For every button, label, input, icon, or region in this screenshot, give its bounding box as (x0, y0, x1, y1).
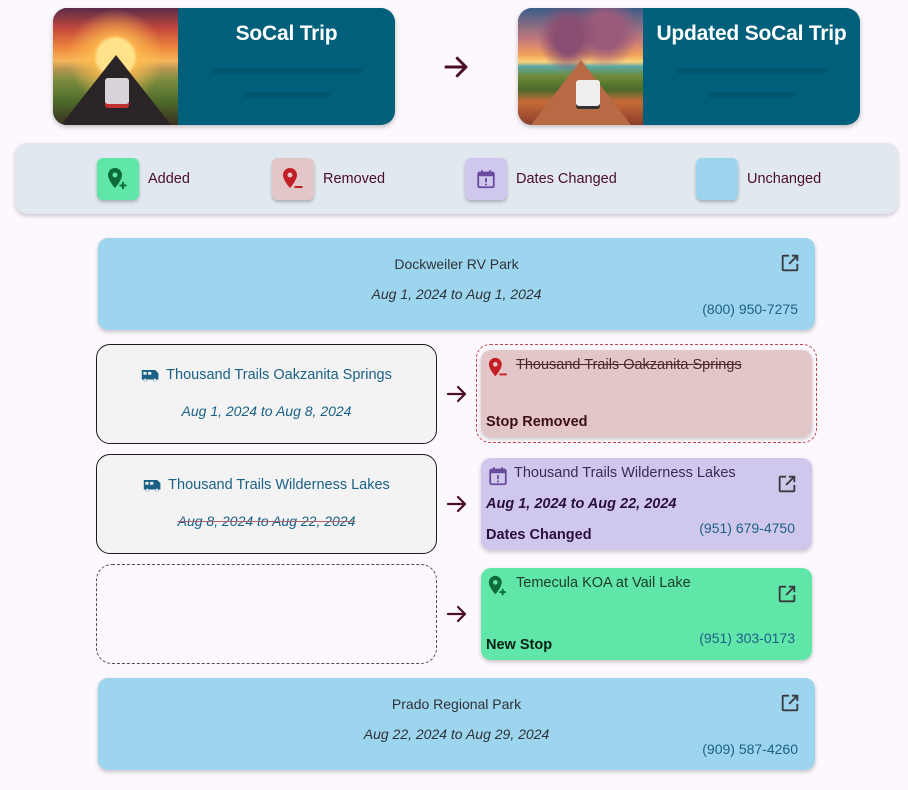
legend-item-added: Added (97, 158, 190, 200)
add-location-icon (108, 168, 127, 189)
legend-swatch-added (97, 158, 139, 200)
new-stop-dates: Aug 1, 2024 to Aug 22, 2024 (486, 496, 677, 512)
legend-swatch-removed (272, 158, 314, 200)
stop-phone-link[interactable]: (800) 950-7275 (702, 301, 798, 317)
new-stop-card-added: Temecula KOA at Vail Lake New Stop (951)… (481, 568, 812, 660)
calendar-alert-icon (477, 170, 495, 189)
stop-status-label: Stop Removed (486, 414, 588, 430)
stop-card-unchanged: Dockweiler RV Park Aug 1, 2024 to Aug 1,… (98, 238, 815, 330)
empty-stop-placeholder (96, 564, 437, 664)
updated-trip-card[interactable]: Updated SoCal Trip (518, 8, 860, 125)
stop-phone-link[interactable]: (909) 587-4260 (702, 741, 798, 757)
stop-phone-link[interactable]: (951) 679-4750 (699, 520, 795, 536)
open-in-new-icon[interactable] (776, 473, 798, 495)
legend-label-unchanged: Unchanged (747, 171, 822, 187)
new-stop-name: Thousand Trails Wilderness Lakes (514, 465, 736, 481)
stop-card-unchanged: Prado Regional Park Aug 22, 2024 to Aug … (98, 678, 815, 770)
legend: Added Removed Dates Changed Unchanged (15, 143, 898, 214)
original-trip-title: SoCal Trip (235, 22, 338, 45)
legend-label-removed: Removed (323, 171, 386, 187)
legend-swatch-unchanged (696, 158, 738, 200)
old-stop-name: Thousand Trails Wilderness Lakes (168, 477, 390, 493)
old-stop-dates: Aug 1, 2024 to Aug 8, 2024 (181, 403, 352, 419)
removed-stop-outline (476, 344, 817, 443)
new-stop-card-dates-changed: Thousand Trails Wilderness Lakes Aug 1, … (481, 458, 812, 550)
open-in-new-icon[interactable] (779, 692, 801, 714)
legend-item-unchanged: Unchanged (696, 158, 821, 200)
add-location-icon (488, 575, 506, 596)
updated-trip-title: Updated SoCal Trip (656, 22, 847, 45)
beach-road-rv-image (518, 8, 643, 125)
old-stop-dates: Aug 8, 2024 to Aug 22, 2024 (177, 513, 356, 529)
arrow-right-icon (446, 495, 467, 513)
legend-label-dates-changed: Dates Changed (516, 171, 617, 187)
removed-stop-name: Thousand Trails Oakzanita Springs (516, 357, 742, 373)
new-stop-name: Temecula KOA at Vail Lake (516, 575, 691, 591)
remove-location-icon (488, 357, 507, 377)
arrow-right-icon (446, 605, 467, 623)
stop-status-label: Dates Changed (486, 527, 592, 543)
stop-name: Dockweiler RV Park (394, 256, 519, 272)
calendar-alert-icon (489, 467, 507, 486)
stop-status-label: New Stop (486, 637, 553, 653)
rv-icon (141, 369, 159, 381)
stop-dates: Aug 22, 2024 to Aug 29, 2024 (363, 726, 550, 742)
stop-dates: Aug 1, 2024 to Aug 1, 2024 (371, 286, 542, 302)
faint-text-line (675, 68, 828, 74)
original-trip-card[interactable]: SoCal Trip (53, 8, 395, 125)
legend-item-removed: Removed (272, 158, 385, 200)
old-stop-card: Thousand Trails Oakzanita Springs Aug 1,… (96, 344, 437, 444)
remove-location-icon (283, 168, 303, 188)
rv-icon (143, 479, 161, 491)
arrow-right-icon (446, 385, 467, 403)
new-stop-card-removed: Thousand Trails Oakzanita Springs Stop R… (481, 350, 812, 437)
faint-text-line (708, 92, 795, 98)
faint-text-line (210, 68, 363, 74)
open-in-new-icon[interactable] (779, 252, 801, 274)
open-in-new-icon[interactable] (776, 583, 798, 605)
legend-label-added: Added (148, 171, 190, 187)
arrow-right-icon (444, 56, 468, 78)
legend-item-dates-changed: Dates Changed (465, 158, 617, 200)
sunset-road-rv-image (53, 8, 178, 125)
old-stop-name: Thousand Trails Oakzanita Springs (166, 367, 392, 383)
legend-swatch-dates-changed (465, 158, 507, 200)
stop-name: Prado Regional Park (391, 696, 522, 712)
stop-phone-link[interactable]: (951) 303-0173 (699, 630, 795, 646)
old-stop-card: Thousand Trails Wilderness Lakes Aug 8, … (96, 454, 437, 554)
faint-text-line (243, 92, 330, 98)
